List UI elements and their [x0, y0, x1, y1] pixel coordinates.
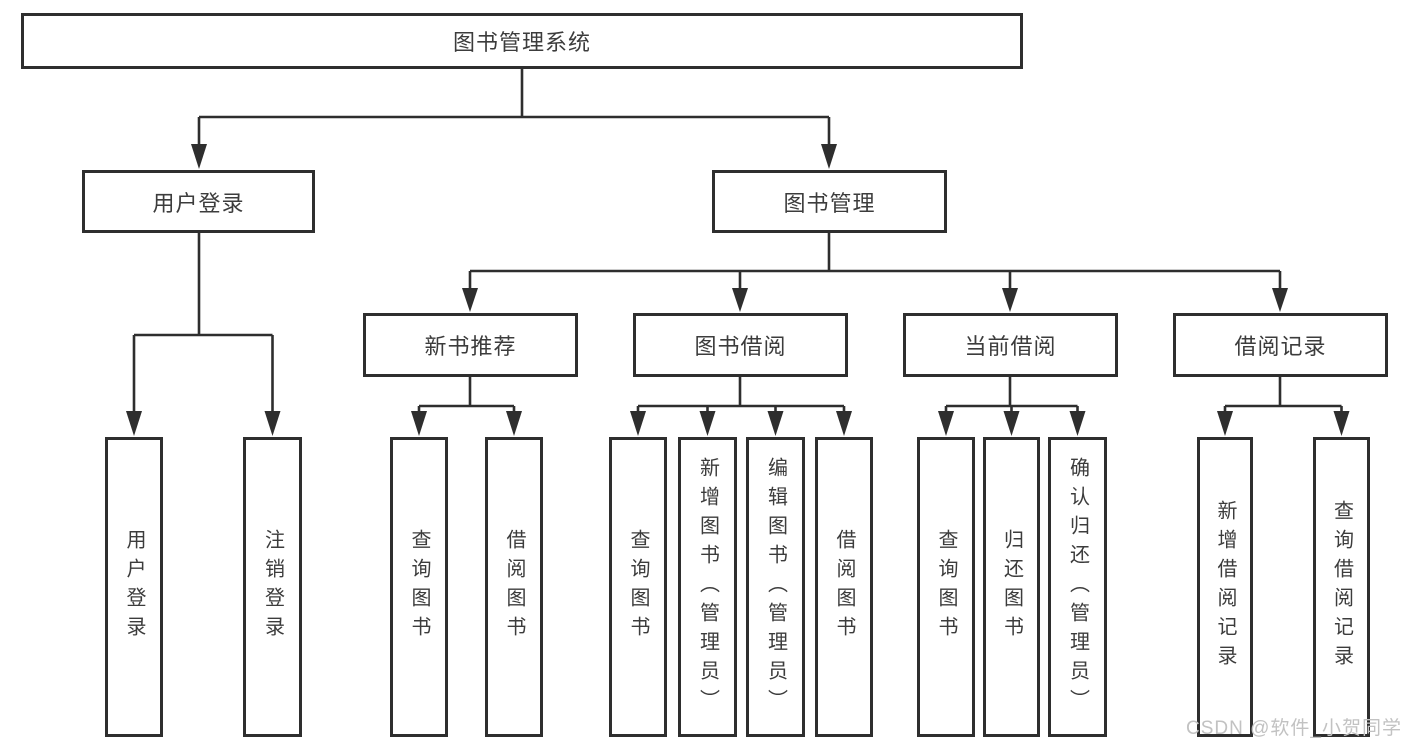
node-leaf-confirm-return-admin: 确认归还（管理员） — [1048, 437, 1107, 737]
node-leaf-borrow-books-2: 借阅图书 — [815, 437, 873, 737]
arrowhead-current-borrow — [1002, 288, 1018, 312]
node-root-label: 图书管理系统 — [452, 30, 591, 55]
node-root-system: 图书管理系统 — [21, 13, 1023, 69]
arrowhead-user-login — [191, 144, 207, 169]
node-borrow-record-label: 借阅记录 — [1234, 334, 1327, 359]
node-leaf-query-books-2: 查询图书 — [609, 437, 667, 737]
edge-book-borrow-to-leaves — [630, 377, 852, 436]
edge-new-book-recommend-to-leaves — [411, 377, 522, 436]
arrowhead-new-book-recommend — [462, 288, 478, 312]
node-user-login-label: 用户登录 — [152, 190, 245, 216]
edge-book-management-to-level3 — [462, 233, 1288, 312]
arrowhead-book-borrow — [732, 288, 748, 312]
node-leaf-edit-book-admin: 编辑图书（管理员） — [746, 437, 805, 737]
node-leaf-add-borrow-record: 新增借阅记录 — [1197, 437, 1253, 737]
node-leaf-add-book-admin: 新增图书（管理员） — [678, 437, 737, 737]
node-current-borrow: 当前借阅 — [903, 313, 1118, 377]
node-leaf-user-login: 用户登录 — [105, 437, 163, 737]
node-book-borrow: 图书借阅 — [633, 313, 848, 377]
arrowhead-leaf-user-login — [126, 411, 142, 436]
node-leaf-borrow-books-1: 借阅图书 — [485, 437, 543, 737]
csdn-watermark: CSDN @软件_小贺同学 — [1186, 718, 1402, 739]
node-leaf-query-books-1: 查询图书 — [390, 437, 448, 737]
node-new-book-recommend: 新书推荐 — [363, 313, 578, 377]
node-leaf-query-borrow-record: 查询借阅记录 — [1313, 437, 1370, 737]
edge-root-to-level2 — [191, 69, 837, 169]
node-user-login: 用户登录 — [82, 170, 315, 233]
node-leaf-logout: 注销登录 — [243, 437, 302, 737]
node-book-management-label: 图书管理 — [783, 190, 876, 216]
arrowhead-borrow-record — [1272, 288, 1288, 312]
arrowhead-leaf-logout — [264, 411, 281, 436]
edge-user-login-to-leaves — [126, 233, 281, 436]
edge-current-borrow-to-leaves — [938, 377, 1086, 436]
node-leaf-return-book: 归还图书 — [983, 437, 1040, 737]
node-leaf-query-books-3: 查询图书 — [917, 437, 975, 737]
node-borrow-record: 借阅记录 — [1173, 313, 1388, 377]
arrowhead-book-management — [821, 144, 837, 169]
node-new-book-recommend-label: 新书推荐 — [424, 334, 517, 359]
node-current-borrow-label: 当前借阅 — [964, 334, 1057, 359]
node-book-management: 图书管理 — [712, 170, 947, 233]
edge-borrow-record-to-leaves — [1217, 377, 1350, 436]
node-book-borrow-label: 图书借阅 — [694, 334, 787, 359]
